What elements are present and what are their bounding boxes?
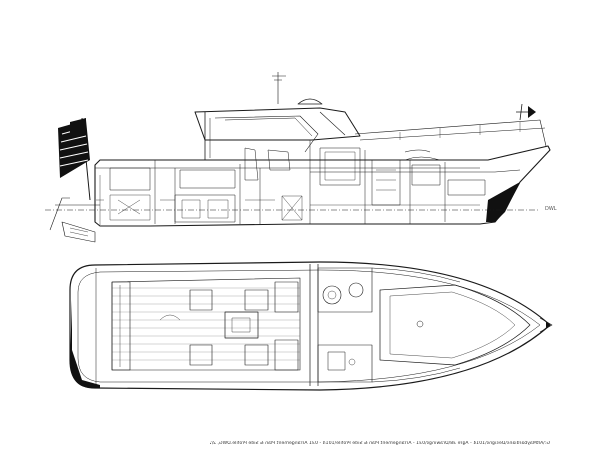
sink-fixture [349, 283, 363, 297]
radar-dome [298, 99, 322, 104]
hardtop [195, 108, 360, 140]
drawing-footer-path: G:\AltMaybardians\Designs\1014 - Agre 38… [210, 441, 550, 446]
bow-keel-fill [486, 182, 520, 222]
cockpit-table [225, 312, 258, 338]
helm-seat [190, 290, 212, 310]
plan-view [70, 262, 552, 390]
waterline-label: DWL [545, 206, 557, 212]
cockpit-deck [112, 278, 300, 370]
head-compartment [318, 268, 372, 312]
bow-rail [355, 120, 546, 146]
side-profile-view [45, 72, 550, 242]
hull-outline [95, 146, 550, 226]
deck-outline [70, 262, 550, 390]
v-berth [380, 285, 530, 365]
